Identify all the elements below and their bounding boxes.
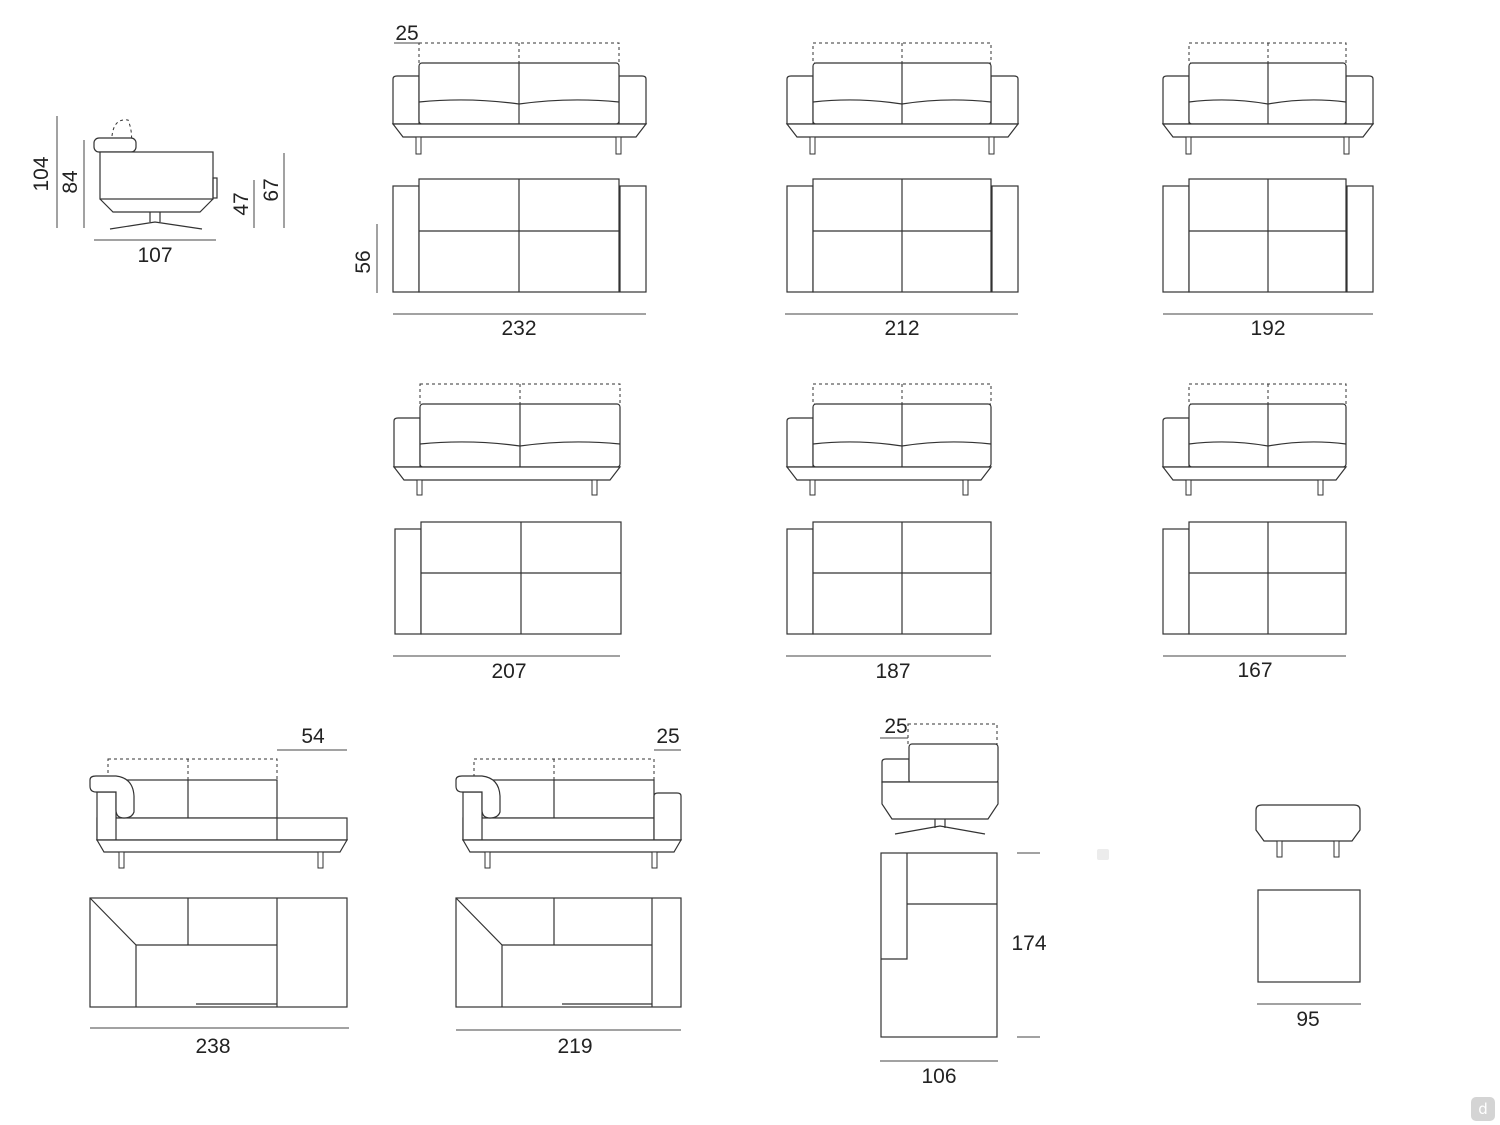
sofa-219-top-view — [455, 897, 682, 1031]
sofa-192-top-view — [1162, 178, 1374, 315]
sofa-232-depth-label: 56 — [352, 250, 375, 273]
stray-mark — [1097, 849, 1109, 860]
armchair-arm-height-label: 67 — [260, 178, 283, 201]
sofa-187-front-view — [785, 383, 993, 496]
sofa-207-front-view — [392, 383, 622, 496]
armchair-side-view — [56, 116, 285, 241]
sofa-219-width-label: 219 — [557, 1035, 592, 1058]
sofa-219-backrest-offset-label: 25 — [656, 725, 679, 748]
chaise-238-top-view — [89, 897, 349, 1029]
sofa-187-top-view — [786, 521, 992, 657]
chaise-238-front-view — [89, 749, 349, 869]
sofa-212-top-view — [785, 178, 1019, 315]
sofa-192-width-label: 192 — [1250, 317, 1285, 340]
armchair-106-depth-label: 174 — [1011, 932, 1046, 955]
sofa-187-width-label: 187 — [875, 660, 910, 683]
sofa-219-front-view — [455, 749, 683, 869]
chaise-238-end-depth-label: 54 — [301, 725, 325, 748]
sofa-232-top-view — [376, 178, 647, 315]
sofa-207-top-view — [393, 521, 622, 657]
pouf-95-top-view — [1257, 889, 1361, 1005]
armchair-106-front-view — [880, 723, 999, 835]
sofa-212-front-view — [785, 42, 1020, 155]
armchair-height-total-label: 104 — [30, 156, 53, 191]
sofa-207-width-label: 207 — [491, 660, 526, 683]
chaise-238-width-label: 238 — [195, 1035, 230, 1058]
pouf-95-front-view — [1255, 804, 1361, 858]
armchair-seat-height-label: 47 — [230, 192, 253, 215]
sofa-167-width-label: 167 — [1237, 659, 1272, 682]
sofa-232-front-view — [391, 42, 648, 155]
armchair-106-top-view — [880, 852, 1040, 1062]
sofa-232-width-label: 232 — [501, 317, 536, 340]
armchair-depth-label: 107 — [137, 244, 172, 267]
sofa-192-front-view — [1161, 42, 1375, 155]
sofa-167-top-view — [1162, 521, 1347, 657]
sofa-212-width-label: 212 — [884, 317, 919, 340]
sofa-167-front-view — [1161, 383, 1348, 496]
armchair-106-backrest-offset-label: 25 — [884, 715, 907, 738]
armchair-height-back-label: 84 — [59, 170, 82, 194]
pouf-95-width-label: 95 — [1296, 1008, 1319, 1031]
sofa-232-backrest-offset-label: 25 — [395, 22, 418, 45]
brand-badge-icon: d — [1471, 1097, 1495, 1121]
armchair-106-width-label: 106 — [921, 1065, 956, 1088]
